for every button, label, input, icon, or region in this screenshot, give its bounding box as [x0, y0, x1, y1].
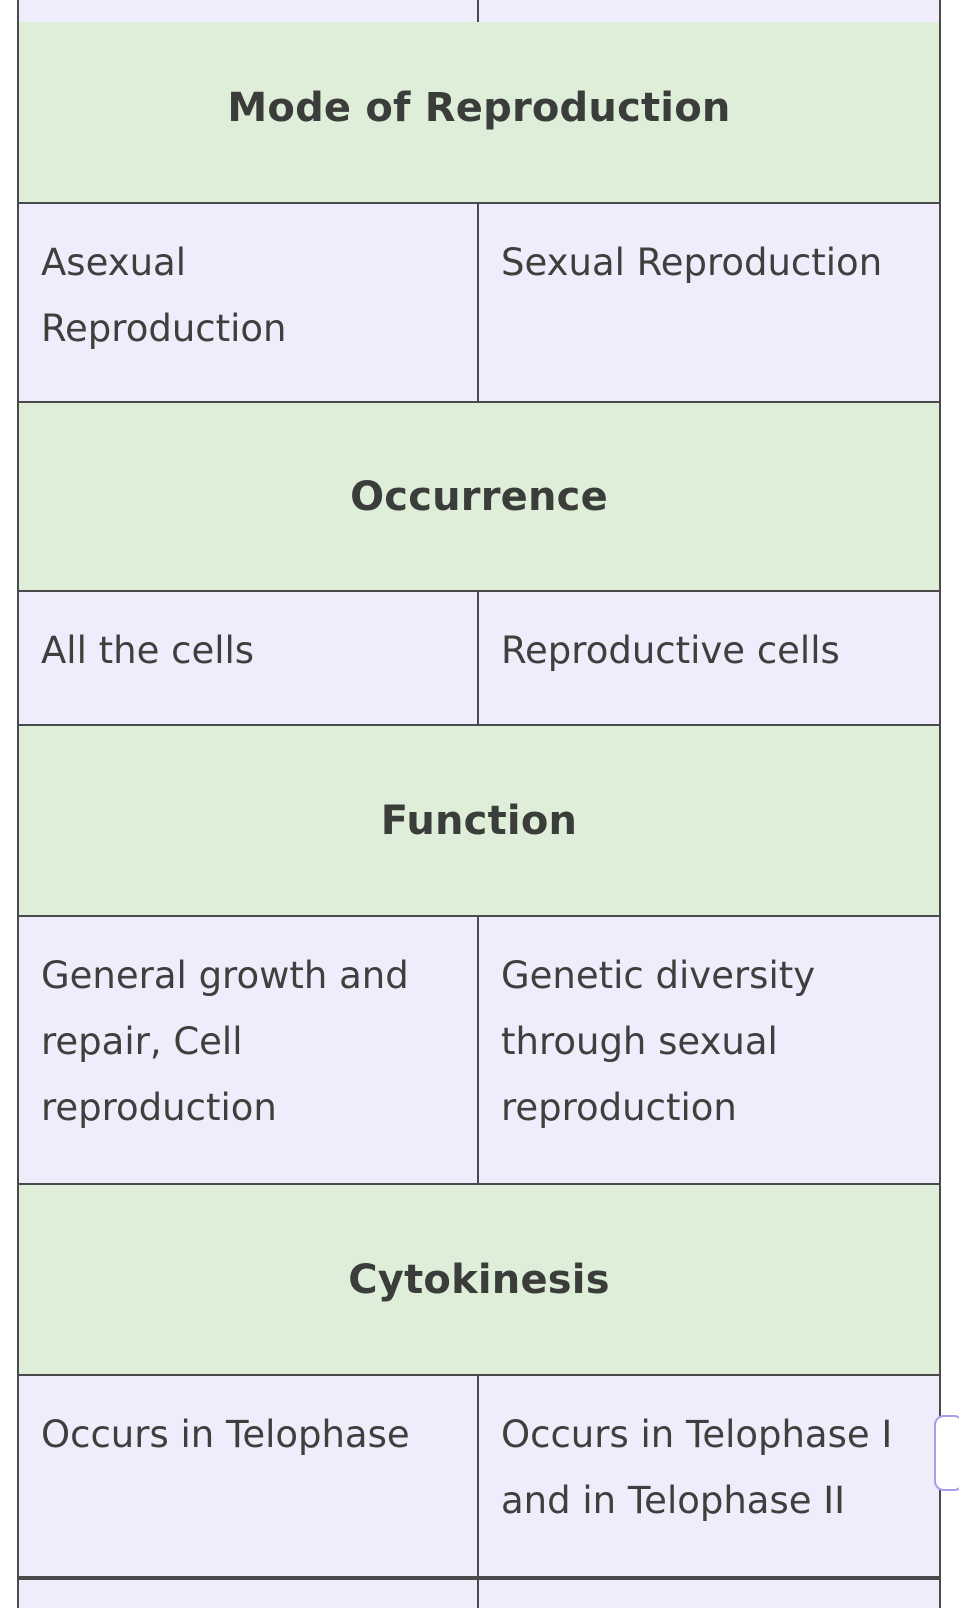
table-cell-right: Occurs in Telophase I and in Telophase I… — [479, 1376, 939, 1576]
table-cell-left: Occurs in Telophase — [19, 1376, 479, 1576]
comparison-table: Mode of Reproduction Asexual Reproductio… — [17, 0, 941, 1608]
table-cell-partial — [479, 1580, 939, 1608]
table-section-header: Function — [19, 726, 939, 917]
table-row-partial-top — [19, 0, 939, 22]
table-cell-left: All the cells — [19, 592, 479, 724]
table-section-header: Cytokinesis — [19, 1185, 939, 1376]
section-title-cytokinesis: Cytokinesis — [348, 1256, 610, 1303]
table-row: Occurs in Telophase Occurs in Telophase … — [19, 1376, 939, 1578]
section-title-mode-of-reproduction: Mode of Reproduction — [227, 85, 731, 131]
table-cell-left: Asexual Reproduction — [19, 204, 479, 401]
table-cell-partial — [19, 0, 479, 22]
table-row-partial-bottom — [19, 1578, 939, 1608]
table-cell-right: Reproductive cells — [479, 592, 939, 724]
side-drag-handle[interactable] — [934, 1415, 959, 1491]
table-row: General growth and repair, Cell reproduc… — [19, 917, 939, 1185]
table-section-header: Occurrence — [19, 403, 939, 592]
table-section-header: Mode of Reproduction — [19, 14, 939, 204]
table-cell-partial — [19, 1580, 479, 1608]
table-cell-right: Sexual Reproduction — [479, 204, 939, 401]
section-title-function: Function — [380, 797, 578, 844]
table-row: Asexual Reproduction Sexual Reproduction — [19, 204, 939, 403]
table-cell-right: Genetic diversity through sexual reprodu… — [479, 917, 939, 1183]
table-cell-partial — [479, 0, 939, 22]
table-row: All the cells Reproductive cells — [19, 592, 939, 726]
section-title-occurrence: Occurrence — [350, 473, 608, 520]
table-cell-left: General growth and repair, Cell reproduc… — [19, 917, 479, 1183]
